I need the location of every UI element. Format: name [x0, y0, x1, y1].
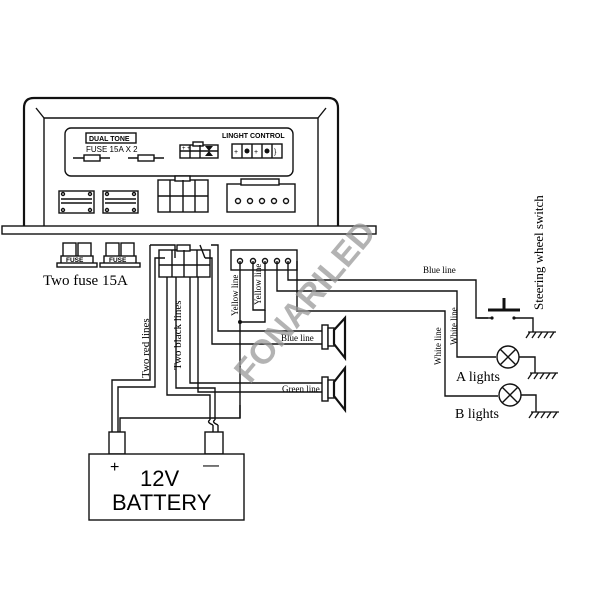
- battery-positive-terminal: [108, 431, 126, 455]
- speaker-a: [321, 315, 347, 362]
- light-b: [498, 383, 559, 419]
- light-plug: [230, 249, 298, 271]
- yellow-wires: [238, 261, 266, 418]
- fuse-holder-2: [102, 190, 139, 214]
- light-control-label: LINGHT CONTROL: [222, 133, 285, 140]
- connector-symbol: + +: [179, 141, 219, 159]
- fuse-1-label: FUSE: [66, 257, 84, 264]
- fuse-1: FUSE: [56, 242, 98, 268]
- ground-icon: [525, 331, 556, 339]
- power-plug: [158, 244, 211, 278]
- fuse-rating-label: FUSE 15A X 2: [86, 145, 138, 154]
- b-lights-label: B lights: [455, 407, 499, 422]
- black-wires: [119, 277, 241, 432]
- fuse-2: FUSE: [99, 242, 141, 268]
- watermark: FONARILED: [227, 214, 384, 390]
- svg-text:}: }: [274, 149, 277, 156]
- fuse-caption: Two fuse 15A: [43, 273, 128, 289]
- yellow-line-label-1: Yellow line: [230, 275, 240, 316]
- fuse-symbol-1: [83, 154, 101, 162]
- battery-minus: —: [203, 457, 219, 474]
- controller-housing: [22, 96, 340, 232]
- speaker-b: [321, 364, 347, 414]
- battery-label: BATTERY: [112, 490, 212, 515]
- ground-icon: [527, 372, 558, 380]
- yellow-line-label-2: Yellow line: [253, 264, 263, 305]
- power-socket: [157, 175, 209, 213]
- blue-line-speaker-label: Blue line: [281, 333, 314, 343]
- svg-text:+: +: [234, 149, 238, 156]
- red-wires: [111, 244, 206, 432]
- mounting-plate: [1, 225, 377, 235]
- two-black-lines-label: Two black lines: [172, 301, 184, 371]
- a-lights-label: A lights: [456, 370, 500, 385]
- battery-voltage: 12V: [140, 466, 179, 491]
- green-line-speaker-label: Green line: [282, 384, 320, 394]
- white-line-b-label: White line: [433, 327, 443, 365]
- light-socket: [226, 178, 296, 213]
- steering-wheel-switch-label: Steering wheel switch: [531, 195, 546, 310]
- svg-text:+: +: [254, 149, 258, 156]
- speaker-wires: [189, 244, 322, 393]
- white-line-a-label: White line: [449, 307, 459, 345]
- two-red-lines-label: Two red lines: [140, 318, 152, 378]
- ground-icon: [528, 411, 559, 419]
- svg-text:+ +: + +: [182, 146, 191, 152]
- battery-plus: +: [110, 459, 119, 476]
- junction-dot: [238, 320, 242, 324]
- battery-negative-terminal: [204, 431, 224, 455]
- light-control-symbol: + + }: [231, 143, 283, 159]
- steering-wheel-switch: [478, 298, 556, 339]
- battery: + — 12V BATTERY: [88, 431, 245, 521]
- dual-tone-label: DUAL TONE: [89, 136, 130, 143]
- fuse-symbol-2: [137, 154, 155, 162]
- light-a: [496, 345, 558, 380]
- blue-line-switch-label: Blue line: [423, 265, 456, 275]
- fuse-2-label: FUSE: [109, 257, 127, 264]
- fuse-holder-1: [58, 190, 95, 214]
- controller-unit: DUAL TONE FUSE 15A X 2 + + LINGHT CONTRO…: [1, 96, 377, 235]
